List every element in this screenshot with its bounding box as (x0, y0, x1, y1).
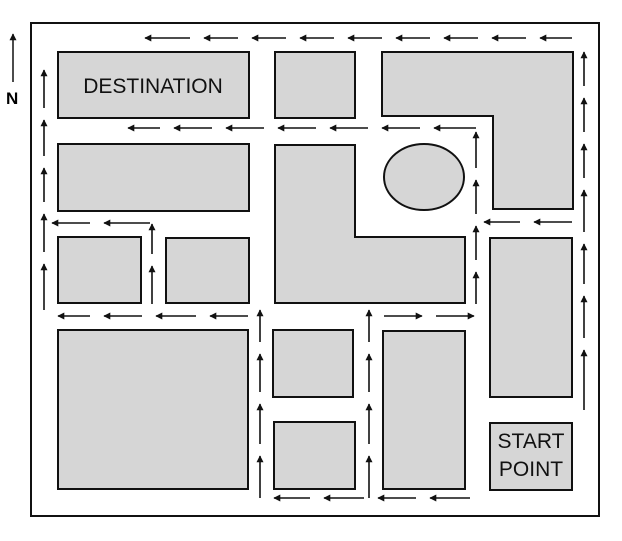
start-label-line2: POINT (499, 458, 563, 481)
block-west-wide (57, 143, 250, 212)
block-south-small-a (272, 329, 354, 398)
block-south-small-b (273, 421, 356, 490)
block-destination (57, 51, 250, 119)
north-indicator: N (6, 33, 18, 108)
block-southwest-large (57, 329, 249, 490)
block-south-tall (382, 330, 466, 490)
north-label: N (6, 89, 18, 108)
block-start (489, 422, 573, 491)
block-oval (383, 143, 465, 211)
start-label-line1: START (498, 430, 565, 453)
block-west-small-a (57, 236, 142, 304)
destination-label: DESTINATION (83, 75, 223, 98)
map-border (30, 22, 600, 517)
block-l-shape-center (274, 144, 466, 304)
route-arrows (40, 34, 588, 502)
block-east-tall (489, 237, 573, 398)
block-l-shape-northeast (381, 51, 574, 210)
city-blocks (57, 51, 574, 491)
block-north-small (274, 51, 356, 119)
block-west-small-b (165, 237, 250, 304)
